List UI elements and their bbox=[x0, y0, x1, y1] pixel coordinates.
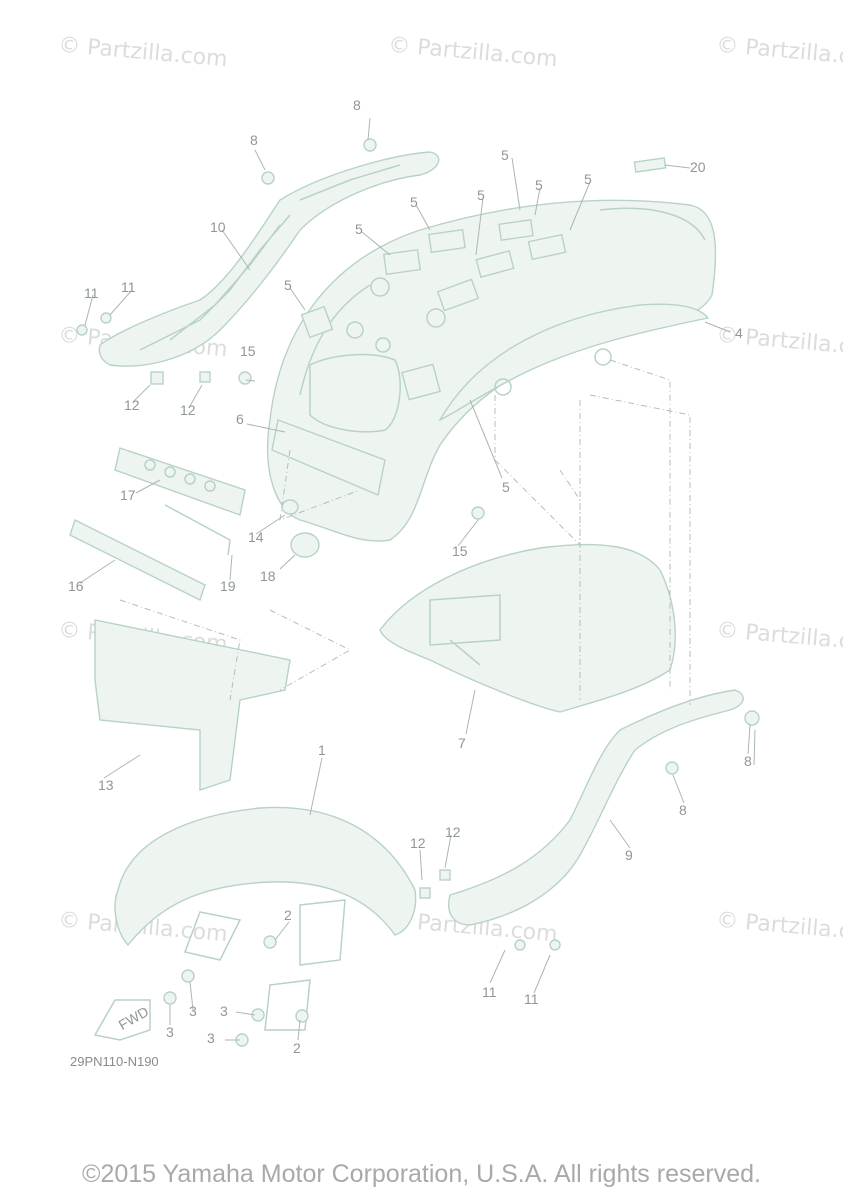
part-bolt-2b[interactable] bbox=[295, 1009, 309, 1023]
part-bolt-8d[interactable] bbox=[665, 761, 679, 775]
callout-3a: 3 bbox=[189, 1003, 197, 1019]
callout-9: 9 bbox=[625, 847, 633, 863]
callout-2a: 2 bbox=[284, 907, 292, 923]
part-bolt-11c[interactable] bbox=[514, 939, 526, 951]
part-bolt-8c[interactable] bbox=[744, 710, 760, 726]
part-grommet-18[interactable] bbox=[290, 532, 320, 558]
callout-5h: 5 bbox=[502, 479, 510, 495]
callout-14: 14 bbox=[248, 529, 264, 545]
part-front-fender[interactable] bbox=[114, 806, 417, 1031]
part-grab-bar-lower[interactable] bbox=[448, 689, 744, 926]
callout-8d: 8 bbox=[679, 802, 687, 818]
callout-5b: 5 bbox=[535, 177, 543, 193]
callout-5f: 5 bbox=[355, 221, 363, 237]
callout-11b: 11 bbox=[121, 279, 136, 295]
part-rear-fender[interactable] bbox=[266, 199, 717, 542]
part-collar-12b[interactable] bbox=[199, 371, 211, 383]
callout-11d: 11 bbox=[524, 991, 539, 1007]
part-reflector-6[interactable] bbox=[271, 419, 386, 496]
part-bolt-2a[interactable] bbox=[263, 935, 277, 949]
part-collar-12d[interactable] bbox=[439, 869, 451, 881]
callout-8a: 8 bbox=[250, 132, 258, 148]
part-grab-bar-upper[interactable] bbox=[98, 151, 440, 367]
part-collar-14[interactable] bbox=[281, 499, 299, 515]
callout-19: 19 bbox=[220, 578, 236, 594]
part-collar-12c[interactable] bbox=[419, 887, 431, 899]
callout-2b: 2 bbox=[293, 1040, 301, 1056]
callout-10: 10 bbox=[210, 219, 226, 235]
callout-12c: 12 bbox=[410, 835, 426, 851]
part-bolt-8b[interactable] bbox=[363, 138, 377, 152]
callout-4: 4 bbox=[735, 325, 743, 341]
callout-1: 1 bbox=[318, 742, 326, 758]
part-bolt-11b[interactable] bbox=[100, 312, 112, 324]
callout-17: 17 bbox=[120, 487, 136, 503]
part-bolt-3b[interactable] bbox=[163, 991, 177, 1005]
callout-6: 6 bbox=[236, 411, 244, 427]
part-bolt-15a[interactable] bbox=[238, 371, 252, 385]
callout-8c: 8 bbox=[744, 753, 752, 769]
callout-5d: 5 bbox=[477, 187, 485, 203]
copyright-notice: ©2015 Yamaha Motor Corporation, U.S.A. A… bbox=[82, 1160, 761, 1188]
callout-3d: 3 bbox=[207, 1030, 215, 1046]
fwd-arrow-icon: FWD bbox=[93, 999, 152, 1041]
callout-5e: 5 bbox=[410, 194, 418, 210]
callout-5c: 5 bbox=[584, 171, 592, 187]
callout-7: 7 bbox=[458, 735, 466, 751]
diagram-code: 29PN110-N190 bbox=[70, 1054, 159, 1069]
part-rod-19[interactable] bbox=[164, 504, 231, 556]
callout-8b: 8 bbox=[353, 97, 361, 113]
callout-11a: 11 bbox=[84, 285, 99, 301]
callout-15b: 15 bbox=[452, 543, 468, 559]
part-bolt-11d[interactable] bbox=[549, 939, 561, 951]
callout-5g: 5 bbox=[284, 277, 292, 293]
callout-20: 20 bbox=[690, 159, 706, 175]
callout-12d: 12 bbox=[445, 824, 461, 840]
part-collar-12a[interactable] bbox=[150, 371, 164, 385]
callout-15a: 15 bbox=[240, 343, 256, 359]
fwd-label: FWD bbox=[116, 1003, 152, 1033]
part-inner-fender[interactable] bbox=[379, 543, 676, 713]
part-label-20[interactable] bbox=[633, 157, 667, 173]
callout-12a: 12 bbox=[124, 397, 140, 413]
callout-16: 16 bbox=[68, 578, 84, 594]
part-bolt-8a[interactable] bbox=[261, 171, 275, 185]
part-license-bracket[interactable] bbox=[94, 599, 291, 791]
callout-18: 18 bbox=[260, 568, 276, 584]
part-bolt-11a[interactable] bbox=[76, 324, 88, 336]
callout-5a: 5 bbox=[501, 147, 509, 163]
part-bar-16[interactable] bbox=[69, 519, 206, 601]
callout-13: 13 bbox=[98, 777, 114, 793]
callout-3c: 3 bbox=[220, 1003, 228, 1019]
callout-12b: 12 bbox=[180, 402, 196, 418]
callout-11c: 11 bbox=[482, 984, 497, 1000]
part-bolt-3a[interactable] bbox=[181, 969, 195, 983]
callout-3b: 3 bbox=[166, 1024, 174, 1040]
part-pads[interactable] bbox=[300, 219, 612, 401]
part-plate-17[interactable] bbox=[114, 447, 246, 516]
part-bolt-15b[interactable] bbox=[471, 506, 485, 520]
